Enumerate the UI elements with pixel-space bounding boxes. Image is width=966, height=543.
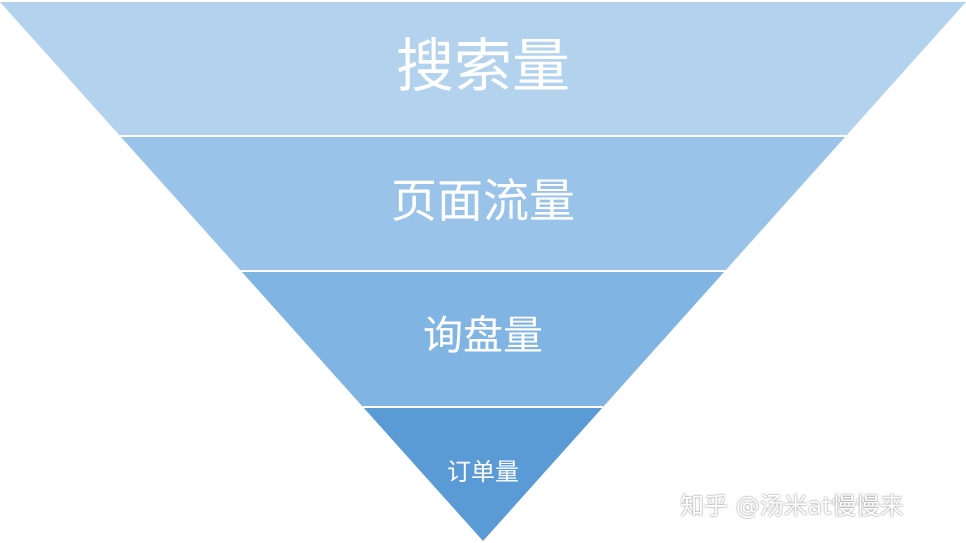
watermark: 知乎 @汤米at慢慢来 (680, 492, 904, 520)
funnel-level-4-label: 订单量 (447, 458, 519, 486)
funnel-level-2-label: 页面流量 (391, 174, 575, 228)
funnel-level-2 (120, 136, 846, 271)
funnel-level-3-label: 询盘量 (423, 313, 543, 359)
funnel-level-3 (241, 271, 725, 407)
funnel-level-1 (0, 2, 966, 136)
funnel-level-4 (362, 407, 604, 541)
funnel-level-1-label: 搜索量 (396, 32, 570, 100)
